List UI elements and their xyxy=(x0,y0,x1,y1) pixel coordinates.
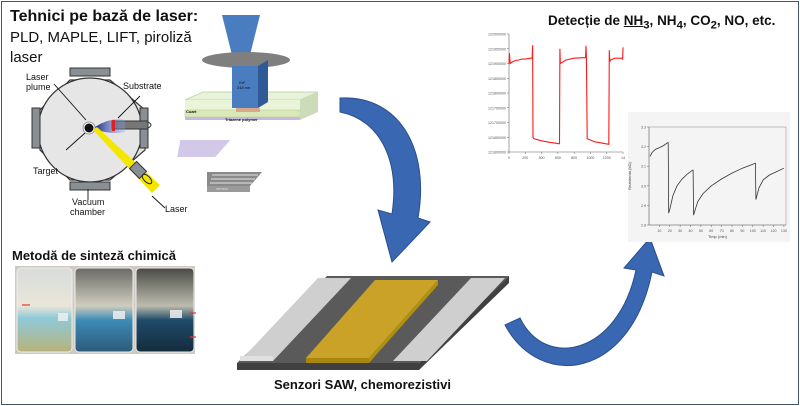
x-tick-label: 1200 xyxy=(603,156,611,160)
label-laser-plume-2: plume xyxy=(26,82,51,92)
laser-section-subtitle-1: PLD, MAPLE, LIFT, piroliză xyxy=(10,29,192,46)
sensor-film xyxy=(177,140,231,157)
x-tick-label: 20 xyxy=(668,229,672,233)
label-polymer: Triazene polymer xyxy=(225,117,258,122)
co2-label: CO xyxy=(690,13,711,28)
y-tick-label: 122000000 xyxy=(488,33,506,37)
label-laser: Laser xyxy=(165,204,188,214)
detection-title: Detecție de NH3, NH4, CO2, NO, etc. xyxy=(548,13,776,32)
detection-title-suffix: , NO, etc. xyxy=(716,13,776,28)
x-tick-label: 100 xyxy=(750,229,756,233)
series-line xyxy=(508,45,624,145)
chemical-section-title: Metodă de sinteză chimică xyxy=(12,248,176,263)
krf-beam xyxy=(232,66,258,108)
y-tick-label: 121900000 xyxy=(488,62,506,66)
y-tick-label: 3.2 xyxy=(641,145,646,149)
series-line xyxy=(649,142,785,216)
left-flange xyxy=(31,107,41,149)
x-tick-label: 130 xyxy=(781,229,787,233)
y-tick-label: 2.9 xyxy=(641,204,646,208)
nh4-label: NH xyxy=(657,13,677,28)
x-tick-label: 90 xyxy=(740,229,744,233)
y-tick-label: 2.8 xyxy=(641,224,646,228)
x-tick-label: 1000 xyxy=(586,156,594,160)
curved-arrow-up-icon xyxy=(504,237,665,367)
label-target: Target xyxy=(33,166,59,176)
detection-title-prefix: Detecție de xyxy=(548,13,624,28)
y-tick-label: 121750000 xyxy=(488,106,506,110)
top-flange xyxy=(69,67,111,77)
laser-beam xyxy=(93,127,160,193)
x-tick-label: 70 xyxy=(720,229,724,233)
x-tick-label: 0 xyxy=(508,156,510,160)
x-tick-label: 40 xyxy=(689,229,693,233)
label-sensor: sensor xyxy=(216,186,229,191)
x-axis-label: Timp (min) xyxy=(708,234,728,239)
label-vacuum-2: chamber xyxy=(70,207,106,217)
y-tick-label: 121600000 xyxy=(488,151,506,155)
x-tick-label: 110 xyxy=(760,229,766,233)
saw-device xyxy=(237,276,509,370)
resistance-chart-background xyxy=(628,112,790,242)
y-tick-label: 3.0 xyxy=(641,184,646,188)
y-tick-label: 121800000 xyxy=(488,92,506,96)
sensing-film xyxy=(306,280,438,358)
x-tick-label: 10 xyxy=(657,229,661,233)
x-tick-label: 400 xyxy=(539,156,545,160)
bottom-flange xyxy=(69,181,111,191)
laser-section-title: Tehnici pe bază de laser: xyxy=(10,8,199,25)
x-tick-label: 600 xyxy=(555,156,561,160)
curved-arrow-down-icon xyxy=(339,97,431,263)
label-laser-plume-1: Laser xyxy=(26,72,49,82)
x-tick-label: 50 xyxy=(699,229,703,233)
pld-chamber-diagram xyxy=(31,67,166,209)
lens-icon xyxy=(141,173,153,185)
laser-plume xyxy=(95,119,125,133)
y-tick-label: 121850000 xyxy=(488,77,506,81)
x-tick-label: 800 xyxy=(571,156,577,160)
y-tick-label: 121700000 xyxy=(488,121,506,125)
resistance-chart: 3.3 3.2 3.1 3.0 2.9 2.8 10 20 30 40 50 60 70 80 90 100 1… xyxy=(627,126,787,240)
device-caption: Senzori SAW, chemorezistivi xyxy=(274,377,451,392)
laser-section-subtitle-2: laser xyxy=(10,49,43,66)
x-tick-label: 80 xyxy=(730,229,734,233)
x-tick-label: 120 xyxy=(771,229,777,233)
plot-frame xyxy=(648,126,787,226)
label-vacuum-1: Vacuum xyxy=(72,197,105,207)
x-tick-label: 200 xyxy=(522,156,528,160)
target xyxy=(84,123,94,133)
y-tick-label: 3.3 xyxy=(641,126,646,130)
label-krf: KrF xyxy=(239,80,246,85)
y-tick-label: 121650000 xyxy=(488,136,506,140)
x-tick-label: 60 xyxy=(709,229,713,233)
label-wavelength: 248 nm xyxy=(237,85,251,90)
y-tick-label: 3.1 xyxy=(641,165,646,169)
y-tick-label: 121950000 xyxy=(488,47,506,51)
label-substrate: Substrate xyxy=(123,81,162,91)
frequency-chart: 122000000 121950000 121900000 121850000 1218… xyxy=(488,33,625,161)
nh3-label: NH3 xyxy=(623,13,650,32)
beakers-photo xyxy=(15,266,196,354)
x-tick-label: 30 xyxy=(678,229,682,233)
y-axis-label: Rezistenta (kΩ) xyxy=(627,162,632,190)
x-tick-label: 14 xyxy=(621,156,625,160)
lift-diagram xyxy=(177,15,319,192)
substrate xyxy=(112,120,115,131)
label-quartz: Cuart xyxy=(186,109,197,114)
